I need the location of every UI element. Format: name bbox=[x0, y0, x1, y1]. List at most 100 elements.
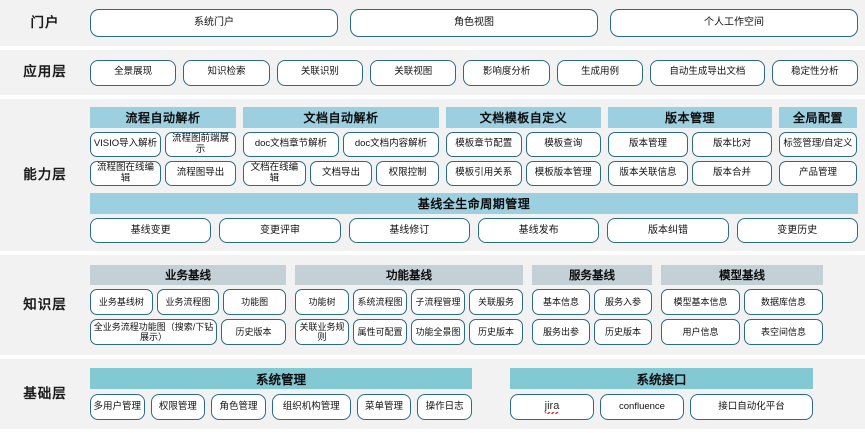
know-item-full-business-process-function-chart[interactable]: 全业务流程功能图（搜索/下钻展示） bbox=[90, 319, 217, 345]
capability-group-row: doc文档章节解析 doc文档内容解析 bbox=[243, 132, 439, 157]
know-item-history-version[interactable]: 历史版本 bbox=[469, 319, 523, 345]
know-item-history-version[interactable]: 历史版本 bbox=[220, 319, 286, 345]
capability-group-header: 文档自动解析 bbox=[243, 107, 439, 128]
know-item-system-flowchart[interactable]: 系统流程图 bbox=[353, 289, 407, 315]
base-item-permission-mgmt[interactable]: 权限管理 bbox=[150, 394, 206, 420]
capability-layer-body: 流程自动解析 VISIO导入解析 流程图前端展示 流程图在线编辑 流程图导出 文… bbox=[90, 99, 865, 251]
know-item-service-input-param[interactable]: 服务入参 bbox=[594, 289, 652, 315]
knowledge-group-header: 业务基线 bbox=[90, 265, 286, 285]
base-item-multi-user-mgmt[interactable]: 多用户管理 bbox=[90, 394, 145, 420]
know-item-attribute-configurable[interactable]: 属性可配置 bbox=[353, 319, 407, 345]
portal-item-system-portal[interactable]: 系统门户 bbox=[90, 9, 338, 37]
application-item-list: 全景展现 知识检索 关联识别 关联视图 影响度分析 生成用例 自动生成导出文档 … bbox=[90, 59, 858, 86]
app-item-stability-analysis[interactable]: 稳定性分析 bbox=[771, 59, 858, 86]
know-item-tablespace-info[interactable]: 表空间信息 bbox=[744, 319, 823, 345]
knowledge-group-row: 模型基本信息 数据库信息 bbox=[661, 289, 823, 315]
know-item-model-basic-info[interactable]: 模型基本信息 bbox=[661, 289, 740, 315]
lifecycle-item-change-history[interactable]: 变更历史 bbox=[736, 218, 858, 243]
base-item-confluence[interactable]: confluence bbox=[600, 394, 684, 420]
lifecycle-item-baseline-release[interactable]: 基线发布 bbox=[477, 218, 600, 243]
cap-item-visio-import-parse[interactable]: VISIO导入解析 bbox=[90, 132, 161, 157]
app-item-panorama[interactable]: 全景展现 bbox=[90, 59, 177, 86]
cap-item-doc-online-edit[interactable]: 文档在线编辑 bbox=[243, 161, 306, 186]
app-item-auto-generate-export-doc[interactable]: 自动生成导出文档 bbox=[650, 59, 765, 86]
base-item-interface-automation-platform[interactable]: 接口自动化平台 bbox=[690, 394, 813, 420]
capability-group-version-mgmt: 版本管理 版本管理 版本比对 版本关联信息 版本合并 bbox=[608, 107, 772, 186]
capability-group-process-auto-parse: 流程自动解析 VISIO导入解析 流程图前端展示 流程图在线编辑 流程图导出 bbox=[90, 107, 236, 186]
capability-group-row: 版本关联信息 版本合并 bbox=[608, 161, 772, 186]
know-item-user-info[interactable]: 用户信息 bbox=[661, 319, 740, 345]
cap-item-template-section-config[interactable]: 模板章节配置 bbox=[446, 132, 522, 157]
base-item-role-mgmt[interactable]: 角色管理 bbox=[211, 394, 266, 420]
cap-item-template-version-mgmt[interactable]: 模板版本管理 bbox=[525, 161, 601, 186]
lifecycle-item-baseline-revision[interactable]: 基线修订 bbox=[348, 218, 470, 243]
lifecycle-item-baseline-change[interactable]: 基线变更 bbox=[90, 218, 212, 243]
cap-item-template-query[interactable]: 模板查询 bbox=[525, 132, 601, 157]
base-group-row: jira confluence 接口自动化平台 bbox=[510, 394, 813, 420]
know-item-business-flowchart[interactable]: 业务流程图 bbox=[156, 289, 220, 315]
base-layer-body: 系统管理 多用户管理 权限管理 角色管理 组织机构管理 菜单管理 操作日志 系统… bbox=[90, 359, 865, 429]
know-item-function-chart[interactable]: 功能图 bbox=[223, 289, 287, 315]
application-layer-body: 全景展现 知识检索 关联识别 关联视图 影响度分析 生成用例 自动生成导出文档 … bbox=[90, 59, 865, 86]
knowledge-group-row: 功能树 系统流程图 子流程管理 关联服务 bbox=[295, 289, 523, 315]
cap-item-permission-control[interactable]: 权限控制 bbox=[376, 161, 440, 186]
know-item-function-panorama[interactable]: 功能全景图 bbox=[411, 319, 465, 345]
know-item-database-info[interactable]: 数据库信息 bbox=[744, 289, 823, 315]
lifecycle-item-version-correction[interactable]: 版本纠错 bbox=[607, 218, 729, 243]
knowledge-group-business-baseline: 业务基线 业务基线树 业务流程图 功能图 全业务流程功能图（搜索/下钻展示） 历… bbox=[90, 265, 287, 345]
knowledge-group-service-baseline: 服务基线 基本信息 服务入参 服务出参 历史版本 bbox=[532, 265, 652, 345]
know-item-subprocess-mgmt[interactable]: 子流程管理 bbox=[411, 289, 465, 315]
cap-item-version-merge[interactable]: 版本合并 bbox=[692, 161, 772, 186]
cap-item-version-compare[interactable]: 版本比对 bbox=[692, 132, 772, 157]
capability-layer-label: 能力层 bbox=[23, 166, 67, 182]
app-item-knowledge-search[interactable]: 知识检索 bbox=[183, 59, 270, 86]
knowledge-group-header: 功能基线 bbox=[295, 265, 523, 285]
cap-item-flowchart-online-edit[interactable]: 流程图在线编辑 bbox=[90, 161, 161, 186]
knowledge-group-header: 服务基线 bbox=[532, 265, 652, 285]
base-group-header: 系统管理 bbox=[90, 368, 472, 389]
cap-item-flowchart-export[interactable]: 流程图导出 bbox=[165, 161, 236, 186]
cap-item-doc-section-parse[interactable]: doc文档章节解析 bbox=[243, 132, 339, 157]
know-item-basic-info[interactable]: 基本信息 bbox=[532, 289, 590, 315]
know-item-business-baseline-tree[interactable]: 业务基线树 bbox=[90, 289, 153, 315]
know-item-related-business-rule[interactable]: 关联业务规则 bbox=[295, 319, 349, 345]
cap-item-product-mgmt[interactable]: 产品管理 bbox=[779, 161, 857, 186]
cap-item-version-mgmt[interactable]: 版本管理 bbox=[608, 132, 688, 157]
base-item-operation-log[interactable]: 操作日志 bbox=[417, 394, 472, 420]
lifecycle-item-change-review[interactable]: 变更评审 bbox=[219, 218, 341, 243]
app-item-impact-analysis[interactable]: 影响度分析 bbox=[463, 59, 550, 86]
cap-item-tag-mgmt-custom[interactable]: 标签管理/自定义 bbox=[779, 132, 857, 157]
knowledge-layer-label: 知识层 bbox=[23, 296, 67, 312]
app-item-generate-case[interactable]: 生成用例 bbox=[556, 59, 644, 86]
portal-item-personal-workspace[interactable]: 个人工作空间 bbox=[610, 9, 858, 37]
knowledge-group-row: 用户信息 表空间信息 bbox=[661, 319, 823, 345]
cap-item-version-relation-info[interactable]: 版本关联信息 bbox=[608, 161, 688, 186]
knowledge-group-function-baseline: 功能基线 功能树 系统流程图 子流程管理 关联服务 关联业务规则 属性可配置 功… bbox=[295, 265, 523, 345]
cap-item-doc-content-parse[interactable]: doc文档内容解析 bbox=[343, 132, 439, 157]
app-item-relation-recognition[interactable]: 关联识别 bbox=[276, 59, 364, 86]
base-item-menu-mgmt[interactable]: 菜单管理 bbox=[356, 394, 412, 420]
portal-item-role-view[interactable]: 角色视图 bbox=[350, 9, 598, 37]
know-item-service-output-param[interactable]: 服务出参 bbox=[532, 319, 590, 345]
know-item-function-tree[interactable]: 功能树 bbox=[295, 289, 349, 315]
base-item-org-structure-mgmt[interactable]: 组织机构管理 bbox=[271, 394, 351, 420]
know-item-history-version[interactable]: 历史版本 bbox=[594, 319, 652, 345]
know-item-related-service[interactable]: 关联服务 bbox=[469, 289, 523, 315]
portal-layer-body: 系统门户 角色视图 个人工作空间 bbox=[90, 9, 865, 37]
capability-group-row: 模板章节配置 模板查询 bbox=[446, 132, 601, 157]
capability-group-row: 流程图在线编辑 流程图导出 bbox=[90, 161, 236, 186]
app-item-relation-view[interactable]: 关联视图 bbox=[370, 59, 457, 86]
portal-layer-label: 门户 bbox=[30, 14, 60, 30]
capability-group-row: 文档在线编辑 文档导出 权限控制 bbox=[243, 161, 440, 186]
cap-item-flowchart-frontend-display[interactable]: 流程图前端展示 bbox=[165, 132, 236, 157]
capability-group-header: 全局配置 bbox=[779, 107, 857, 128]
knowledge-group-row: 基本信息 服务入参 bbox=[532, 289, 652, 315]
cap-item-template-reference-relation[interactable]: 模板引用关系 bbox=[446, 161, 522, 186]
base-item-jira[interactable]: jira bbox=[510, 394, 594, 420]
capability-group-list: 流程自动解析 VISIO导入解析 流程图前端展示 流程图在线编辑 流程图导出 文… bbox=[90, 107, 858, 186]
cap-item-doc-export[interactable]: 文档导出 bbox=[309, 161, 373, 186]
portal-item-list: 系统门户 角色视图 个人工作空间 bbox=[90, 9, 858, 37]
baseline-lifecycle-header: 基线全生命周期管理 bbox=[90, 193, 858, 214]
capability-group-header: 版本管理 bbox=[608, 107, 772, 128]
